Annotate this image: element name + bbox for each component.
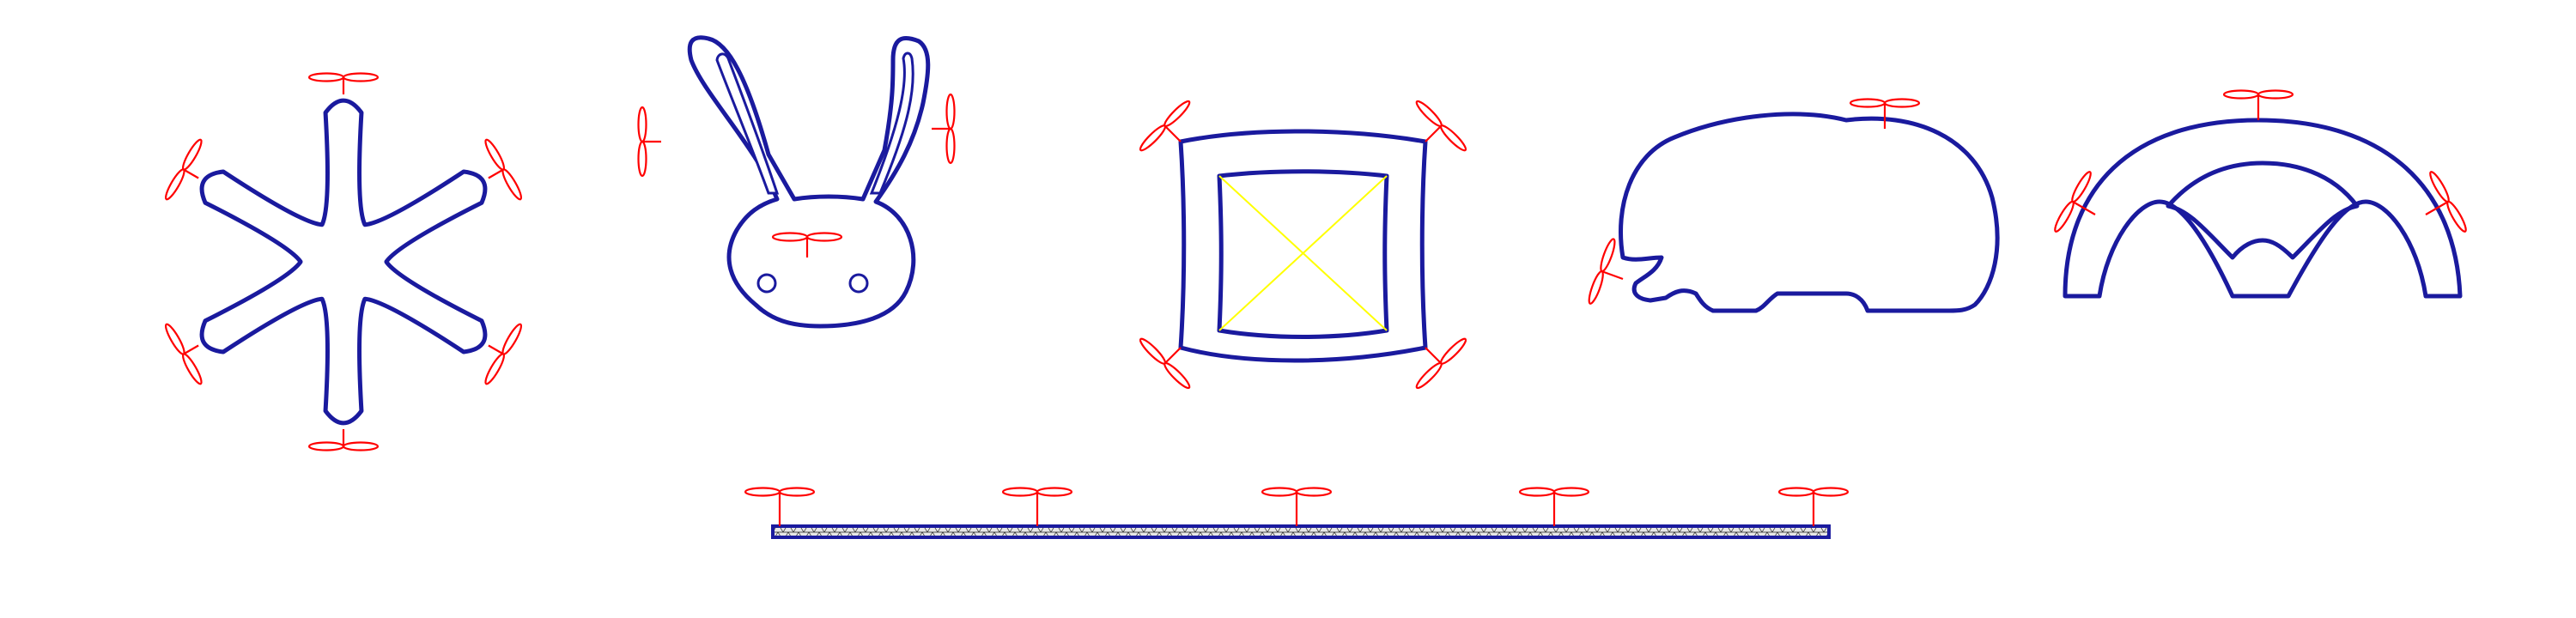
propellers <box>164 72 2467 526</box>
beam-drone <box>771 524 1831 539</box>
propeller-icon <box>484 323 523 385</box>
propeller-icon <box>1588 238 1624 305</box>
propeller-icon <box>932 93 956 165</box>
propeller-icon <box>1849 98 1921 129</box>
arch-outline <box>2063 118 2463 299</box>
propeller-icon <box>1415 100 1467 152</box>
propeller-icon <box>164 323 203 385</box>
propeller-icon <box>1777 487 1850 526</box>
star-outline <box>199 98 488 426</box>
propeller-icon <box>1261 487 1333 526</box>
propeller-icon <box>771 232 843 258</box>
propeller-icon <box>2054 171 2096 233</box>
propeller-icon <box>1518 487 1590 526</box>
propeller-icon <box>637 106 661 178</box>
bunny-left-ear-hole <box>715 52 780 195</box>
bunny-right-eye <box>848 273 869 294</box>
bunny-drone <box>687 35 931 329</box>
propeller-icon <box>1001 487 1073 526</box>
elephant-drone <box>1619 112 2000 313</box>
arch-inner-hole <box>2166 161 2360 260</box>
bunny-left-eye <box>756 273 777 294</box>
cross-brace <box>1218 175 1388 331</box>
propeller-icon <box>2222 89 2294 120</box>
star-drone <box>199 98 488 426</box>
propeller-icon <box>2425 171 2467 233</box>
propeller-icon <box>1139 100 1191 152</box>
propeller-icon <box>307 429 380 451</box>
elephant-outline <box>1619 112 2000 313</box>
frame-outer <box>1178 129 1428 363</box>
frame-drone <box>1178 129 1428 363</box>
propeller-icon <box>744 487 816 526</box>
bunny-right-ear-hole <box>869 52 914 195</box>
propeller-icon <box>1139 337 1191 390</box>
propeller-icon <box>307 72 380 94</box>
beam-body <box>771 524 1831 539</box>
arch-drone <box>2063 118 2463 299</box>
propeller-icon <box>1415 337 1467 390</box>
propeller-icon <box>484 138 523 201</box>
propeller-icon <box>164 138 203 201</box>
